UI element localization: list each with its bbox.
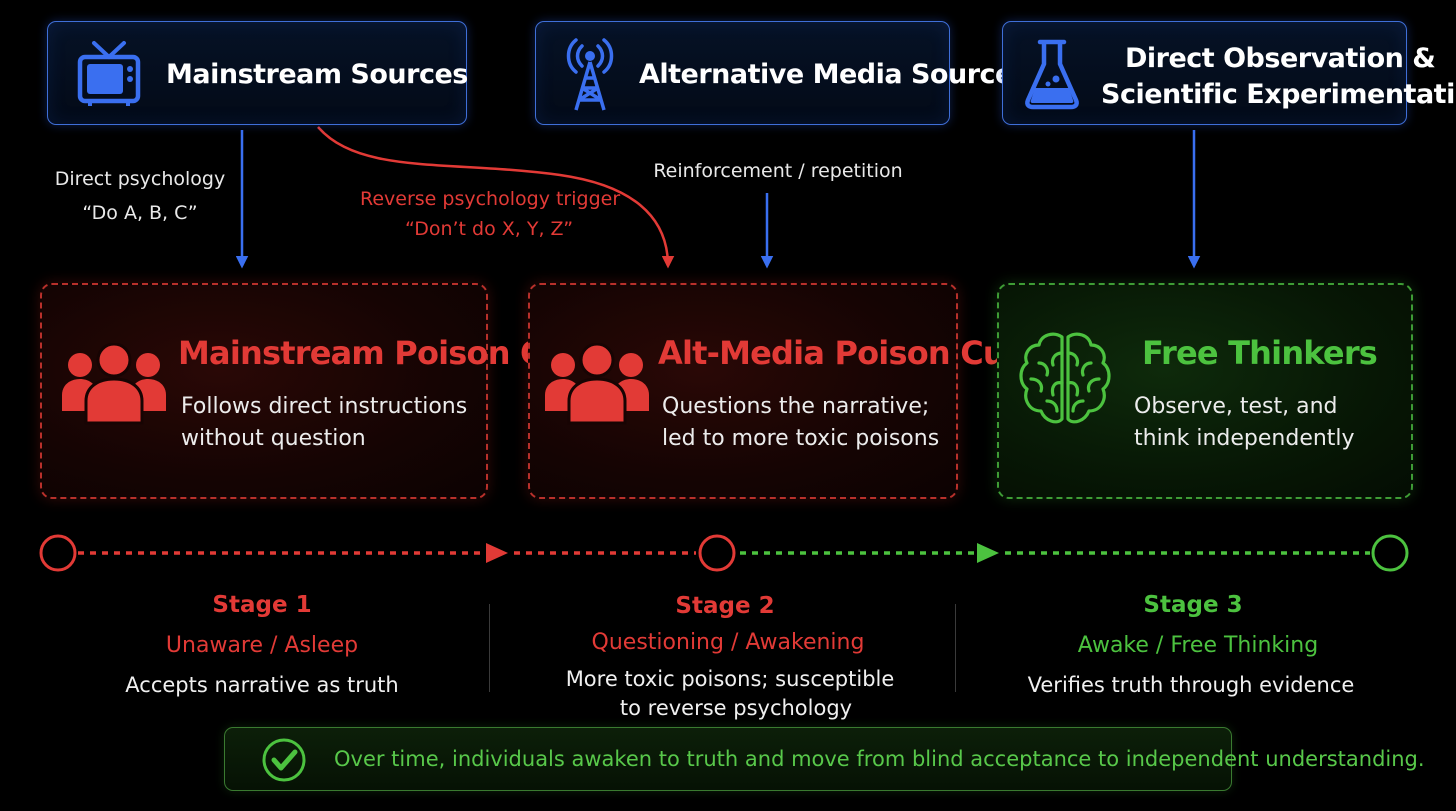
stage-3-node [1371,534,1409,572]
direct-psychology-line1: Direct psychology [54,168,226,190]
tv-icon [77,41,141,106]
mainstream-sources-title: Mainstream Sources [166,59,468,90]
mainstream-sources-box: Mainstream Sources [47,21,468,125]
alt-media-poison-cult-box: Alt-Media Poison Cult Questions the narr… [528,283,1030,499]
direct-psychology-label: Direct psychology “Do A, B, C” [50,166,230,226]
stage-divider-2 [955,604,956,692]
brain-icon [1019,332,1111,424]
mainstream-poison-cult-title: Mainstream Poison Cult [178,334,590,372]
stage-divider-1 [489,604,490,692]
reverse-psychology-line1: Reverse psychology trigger [360,188,621,210]
direct-observation-title-line2: Scientific Experimentation [1101,79,1456,110]
direct-observation-title-line1: Direct Observation & [1125,43,1436,74]
stage-1-description: Accepts narrative as truth [125,673,399,697]
free-thinkers-description: Observe, test, and think independently [1134,394,1355,451]
free-thinkers-title: Free Thinkers [1142,334,1378,372]
stage-2-subtitle: Questioning / Awakening [591,630,865,655]
progress-timeline [39,534,1409,572]
stage-2-node [698,534,736,572]
stage-3-title: Stage 3 [1143,592,1243,618]
arrow-reverse-psychology [317,126,675,269]
timeline-arrow-2 [977,543,999,563]
footer-summary-box: Over time, individuals awaken to truth a… [224,727,1425,791]
flask-icon [1025,39,1079,110]
direct-psychology-line2: “Do A, B, C” [82,202,198,224]
people-icon [62,343,166,425]
radio-tower-icon [566,38,614,111]
reverse-psychology-label: Reverse psychology trigger “Don’t do X, … [360,186,621,242]
reinforcement-line1: Reinforcement / repetition [653,160,903,182]
direct-observation-box: Direct Observation & Scientific Experime… [1002,21,1456,125]
stage-2-description-line1: More toxic poisons; susceptible [565,667,895,691]
timeline-arrow-1 [486,543,508,563]
footer-text: Over time, individuals awaken to truth a… [334,747,1425,771]
check-circle-icon [262,738,306,782]
people-icon [545,343,649,425]
stage-3-subtitle: Awake / Free Thinking [1077,633,1319,658]
alt-media-poison-cult-title: Alt-Media Poison Cult [658,334,1030,372]
stage-1-subtitle: Unaware / Asleep [165,633,359,658]
alt-media-poison-cult-description: Questions the narrative; led to more tox… [662,394,940,451]
alternative-media-sources-box: Alternative Media Sources [535,21,1029,125]
mainstream-poison-cult-description: Follows direct instructions without ques… [181,394,468,451]
alternative-media-sources-title: Alternative Media Sources [639,59,1029,90]
reverse-psychology-line2: “Don’t do X, Y, Z” [404,218,574,240]
reinforcement-label: Reinforcement / repetition [650,158,906,184]
stage-1-node [39,534,77,572]
free-thinkers-box: Free Thinkers Observe, test, and think i… [997,283,1413,499]
stage-3-description: Verifies truth through evidence [1027,673,1355,697]
stage-2-title: Stage 2 [675,593,775,619]
stage-2-description-line2: to reverse psychology [619,696,853,720]
stage-1-title: Stage 1 [212,592,312,618]
mainstream-poison-cult-box: Mainstream Poison Cult Follows direct in… [40,283,590,499]
